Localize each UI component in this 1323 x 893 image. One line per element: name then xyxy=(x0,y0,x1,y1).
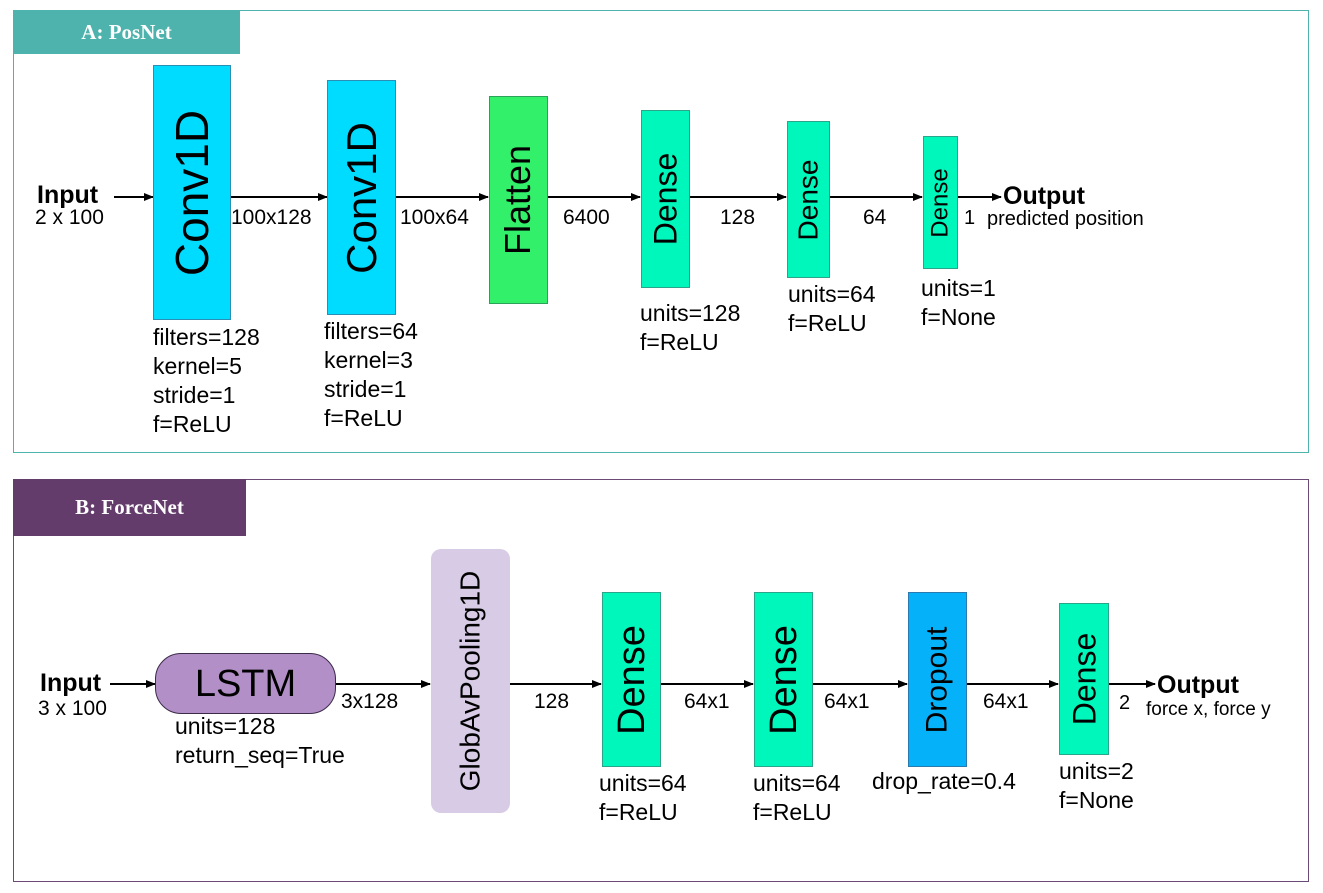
posnet-conv1d-2-params: filters=64 kernel=3 stride=1 f=ReLU xyxy=(324,317,418,433)
posnet-dense-3-label: Dense xyxy=(926,167,954,238)
panel-forcenet xyxy=(13,479,1309,882)
param-filters: filters=128 xyxy=(153,324,260,350)
forcenet-lstm-params: units=128 return_seq=True xyxy=(175,712,345,770)
forcenet-lstm-block: LSTM xyxy=(155,653,336,714)
param-units: units=64 xyxy=(599,770,687,796)
forcenet-input-label: Input xyxy=(40,669,102,697)
forcenet-dense-2-block: Dense xyxy=(754,592,813,767)
posnet-dense-1-label: Dense xyxy=(647,152,684,246)
forcenet-edge-3: 64x1 xyxy=(684,690,730,713)
param-units: units=64 xyxy=(788,281,876,307)
forcenet-input-dims: 3 x 100 xyxy=(38,697,107,720)
posnet-edge-4: 128 xyxy=(720,206,756,229)
param-activation: f=ReLU xyxy=(324,405,403,431)
panel-posnet xyxy=(13,10,1309,453)
forcenet-dense-1-label: Dense xyxy=(610,624,653,735)
posnet-edge-3: 6400 xyxy=(563,206,610,229)
param-units: units=2 xyxy=(1059,758,1134,784)
param-stride: stride=1 xyxy=(324,376,407,402)
param-activation: f=ReLU xyxy=(153,411,232,437)
forcenet-dropout-params: drop_rate=0.4 xyxy=(872,767,1016,796)
posnet-flatten-block: Flatten xyxy=(489,96,548,304)
forcenet-dense-2-label: Dense xyxy=(762,624,805,735)
forcenet-pooling-label: GlobAvPooling1D xyxy=(454,570,486,792)
posnet-dense-3-params: units=1 f=None xyxy=(921,274,996,332)
forcenet-dense-1-params: units=64 f=ReLU xyxy=(599,769,687,827)
posnet-dense-1-params: units=128 f=ReLU xyxy=(640,299,740,357)
forcenet-dense-3-params: units=2 f=None xyxy=(1059,757,1134,815)
param-units: units=128 xyxy=(175,713,276,739)
param-stride: stride=1 xyxy=(153,382,236,408)
param-units: units=1 xyxy=(921,275,996,301)
posnet-flatten-label: Flatten xyxy=(497,144,539,256)
forcenet-dense-1-block: Dense xyxy=(602,592,661,767)
param-units: units=64 xyxy=(753,770,841,796)
panel-posnet-title: A: PosNet xyxy=(13,10,240,54)
forcenet-edge-6: 2 xyxy=(1119,692,1131,714)
panel-forcenet-title: B: ForceNet xyxy=(13,479,246,536)
posnet-dense-2-block: Dense xyxy=(787,121,830,278)
posnet-dense-1-block: Dense xyxy=(641,110,690,288)
forcenet-dense-3-block: Dense xyxy=(1059,603,1109,755)
posnet-conv1d-1-block: Conv1D xyxy=(153,65,231,320)
posnet-dense-2-params: units=64 f=ReLU xyxy=(788,280,876,338)
forcenet-pooling-block: GlobAvPooling1D xyxy=(431,549,510,813)
forcenet-edge-4: 64x1 xyxy=(824,690,870,713)
posnet-edge-1: 100x128 xyxy=(231,206,312,229)
forcenet-output-desc: force x, force y xyxy=(1146,699,1271,720)
forcenet-dropout-block: Dropout xyxy=(908,592,967,767)
posnet-output-desc: predicted position xyxy=(987,208,1144,230)
param-activation: f=None xyxy=(921,304,996,330)
posnet-dense-3-block: Dense xyxy=(923,136,958,269)
forcenet-edge-5: 64x1 xyxy=(983,690,1029,713)
param-drop-rate: drop_rate=0.4 xyxy=(872,768,1016,794)
forcenet-edge-2: 128 xyxy=(534,690,570,713)
posnet-conv1d-1-params: filters=128 kernel=5 stride=1 f=ReLU xyxy=(153,323,260,439)
posnet-edge-5: 64 xyxy=(863,206,887,229)
param-activation: f=ReLU xyxy=(640,329,719,355)
posnet-edge-6: 1 xyxy=(964,207,976,229)
param-filters: filters=64 xyxy=(324,318,418,344)
posnet-dense-2-label: Dense xyxy=(792,159,824,240)
param-activation: f=ReLU xyxy=(753,799,832,825)
param-return-seq: return_seq=True xyxy=(175,742,345,768)
forcenet-dense-3-label: Dense xyxy=(1066,632,1102,726)
posnet-conv1d-2-label: Conv1D xyxy=(337,121,385,274)
posnet-edge-2: 100x64 xyxy=(400,206,469,229)
forcenet-output-label: Output xyxy=(1157,671,1239,699)
param-units: units=128 xyxy=(640,300,741,326)
forcenet-lstm-label: LSTM xyxy=(194,662,297,705)
forcenet-dense-2-params: units=64 f=ReLU xyxy=(753,769,841,827)
param-activation: f=ReLU xyxy=(599,799,678,825)
param-activation: f=None xyxy=(1059,787,1134,813)
param-activation: f=ReLU xyxy=(788,310,867,336)
posnet-input-label: Input xyxy=(37,181,99,209)
param-kernel: kernel=5 xyxy=(153,353,242,379)
posnet-conv1d-1-label: Conv1D xyxy=(166,109,219,276)
posnet-input-dims: 2 x 100 xyxy=(35,206,104,229)
forcenet-dropout-label: Dropout xyxy=(920,626,954,733)
forcenet-edge-1: 3x128 xyxy=(341,690,399,713)
param-kernel: kernel=3 xyxy=(324,347,413,373)
posnet-output-label: Output xyxy=(1003,182,1085,210)
posnet-conv1d-2-block: Conv1D xyxy=(327,80,396,315)
